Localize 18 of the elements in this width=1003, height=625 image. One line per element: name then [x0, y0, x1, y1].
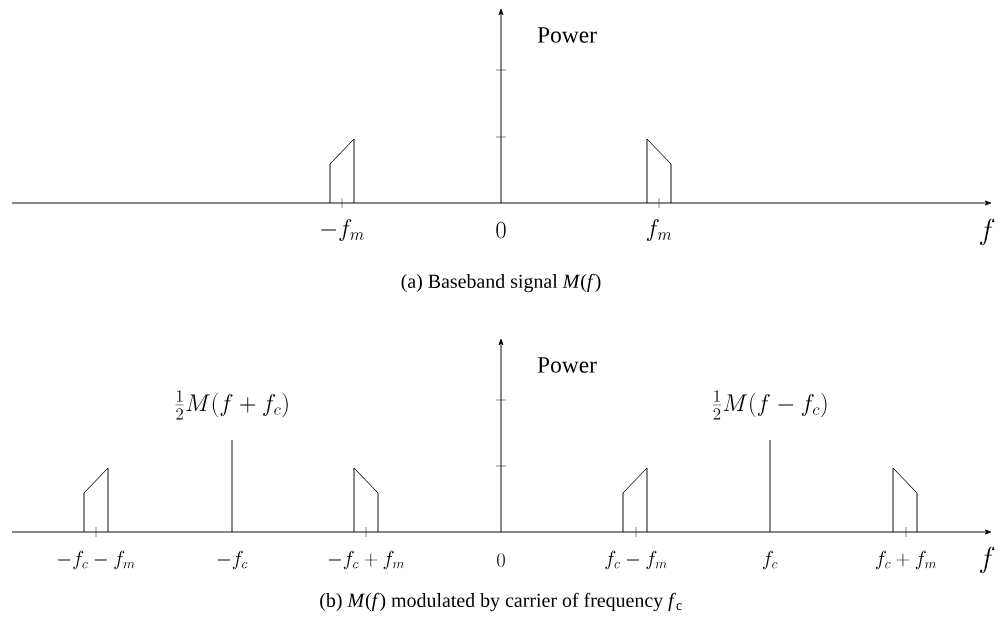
tick-label: $-f_m$ — [321, 218, 364, 242]
tick-label: $f_m$ — [646, 218, 672, 242]
tick-label: $0$ — [496, 221, 506, 239]
tick-label: $f_c$ — [762, 550, 778, 570]
subcaption: (a) Baseband signal M(f) — [401, 273, 601, 293]
subcaption: (b) M(f) modulated by carrier of frequency f$_{c}$ — [320, 592, 682, 612]
tick-label: $-f_c+f_m$ — [328, 550, 404, 570]
formula-label: $\frac{1}{2}M(f-f_c)$ — [712, 390, 827, 420]
axis-label: Power — [537, 357, 597, 373]
axis-label: Power — [537, 27, 597, 43]
tick-label: $-f_c$ — [217, 550, 248, 570]
axis-label: $f$ — [979, 546, 995, 574]
formula-label: $\frac{1}{2}M(f+f_c)$ — [175, 390, 288, 420]
tick-label: $f_c-f_m$ — [605, 550, 667, 570]
tick-label: $f_c+f_m$ — [875, 550, 937, 570]
tick-label: $0$ — [497, 553, 505, 567]
axis-label: $f$ — [979, 218, 995, 246]
tick-label: $-f_c-f_m$ — [58, 550, 135, 570]
